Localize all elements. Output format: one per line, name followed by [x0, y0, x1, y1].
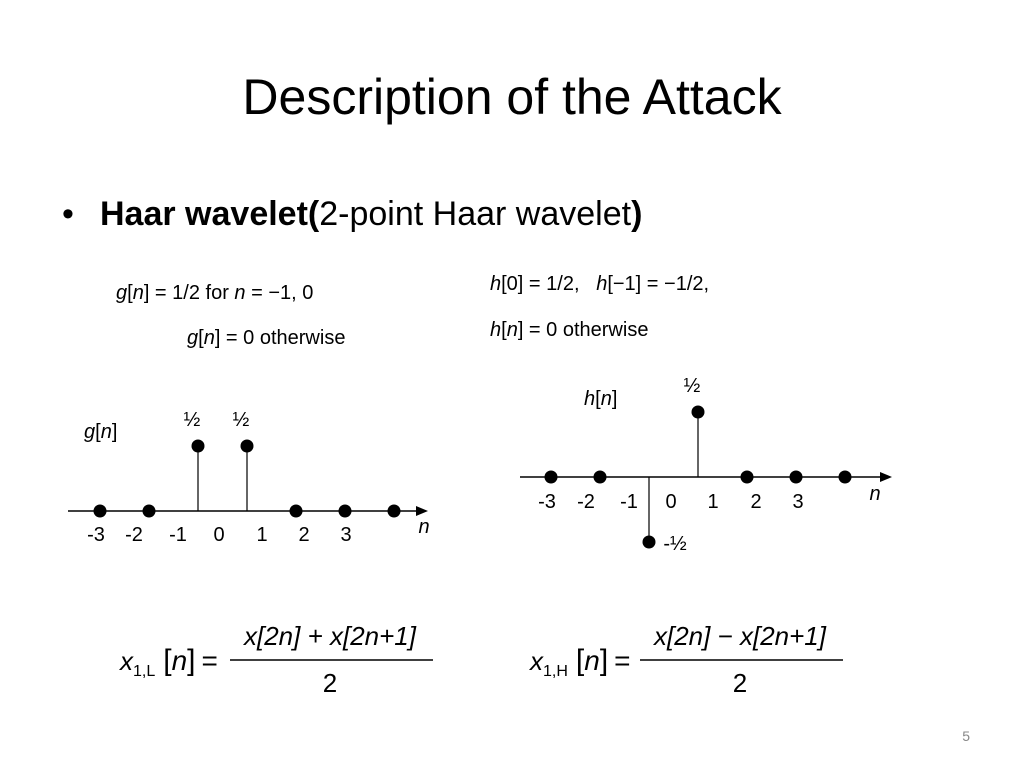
equation-numerator: x[2n] + x[2n+1]: [242, 621, 417, 651]
axis-var-label: n: [418, 516, 429, 538]
bullet-bold-label: Haar wavelet(: [100, 195, 320, 233]
stem-point: [838, 470, 852, 484]
tick-label: -3: [87, 524, 105, 546]
stem-point: [142, 504, 156, 518]
tick-label: 1: [256, 524, 267, 546]
equation-denominator: 2: [733, 668, 747, 698]
bullet-item: • Haar wavelet(2-point Haar wavelet): [62, 190, 642, 238]
axis-arrow-icon: [880, 472, 892, 482]
bullet-dot-icon: •: [62, 195, 74, 233]
equation-lhs: x1,L[n]=: [118, 644, 218, 680]
g-stem-plot: ½ ½ -3 -2 -1 0 1 2 3 g[n] n: [68, 409, 430, 546]
g-def2-rest: ] = 0 otherwise: [214, 327, 346, 349]
equation-denominator: 2: [323, 668, 337, 698]
page-number: 5: [962, 728, 970, 744]
h-def-part2: [−1] = −1/2,: [607, 273, 710, 295]
tick-label: 2: [750, 491, 761, 513]
stem-point: [593, 470, 607, 484]
tick-label: -2: [577, 491, 595, 513]
stem-point: [544, 470, 558, 484]
tick-label: -2: [125, 524, 143, 546]
equation-lhs: x1,H[n]=: [528, 644, 631, 680]
axis-var-label: n: [869, 483, 880, 505]
stem-value-label: ½: [684, 375, 701, 397]
g-def-line2: g[n] = 0 otherwise: [187, 325, 345, 351]
tick-label: 1: [707, 491, 718, 513]
stem-value-label: ½: [233, 409, 250, 431]
stem-value-label: ½: [184, 409, 201, 431]
h-stem-plot: -½ ½ -3 -2 -1 0 1 2 3 h[n] n: [520, 375, 892, 555]
tick-label: 3: [340, 524, 351, 546]
h-def2-arg: n: [506, 319, 518, 341]
tick-label: 0: [665, 491, 676, 513]
plot-label: g[n]: [84, 421, 117, 443]
h-def-line2: h[n] = 0 otherwise: [490, 317, 648, 343]
bullet-bold-close: ): [631, 195, 643, 233]
stem-point: [289, 504, 303, 518]
h-def-fn1: h: [490, 273, 502, 295]
g-def-open: [: [127, 282, 133, 304]
h-def2-rest: ] = 0 otherwise: [517, 319, 649, 341]
g-def-var: n: [234, 282, 246, 304]
stem-point: [191, 439, 205, 453]
tick-label: 0: [213, 524, 224, 546]
g-def2-arg: n: [203, 327, 215, 349]
h-def2-open: [: [501, 319, 507, 341]
stem-point: [387, 504, 401, 518]
g-def2-open: [: [198, 327, 204, 349]
bullet-plain-text: 2-point Haar wavelet: [319, 195, 632, 233]
g-def-rest: = −1, 0: [245, 282, 314, 304]
tick-label: -1: [620, 491, 638, 513]
plot-label: h[n]: [584, 388, 617, 410]
stem-point: [789, 470, 803, 484]
equation-numerator: x[2n] − x[2n+1]: [652, 621, 827, 651]
equation-high: x1,H[n]= x[2n] − x[2n+1] 2: [528, 621, 843, 698]
g-def-arg: n: [132, 282, 144, 304]
stem-value-label: -½: [663, 533, 687, 555]
stem-point: [240, 439, 254, 453]
tick-label: -1: [169, 524, 187, 546]
tick-label: 2: [298, 524, 309, 546]
tick-label: -3: [538, 491, 556, 513]
h-def-line1: h[0] = 1/2, h[−1] = −1/2,: [490, 271, 709, 297]
slide-title: Description of the Attack: [242, 69, 782, 125]
g-def-line1: g[n] = 1/2 for n = −1, 0: [116, 280, 313, 306]
g-def-fn: g: [116, 282, 128, 304]
equations: x1,L[n]= x[2n] + x[2n+1] 2 x1,H[n]= x[2n] − …: [118, 621, 843, 698]
h-def-part1: [0] = 1/2,: [501, 273, 597, 295]
g-def-mid: ] = 1/2 for: [143, 282, 235, 304]
h-def-fn2: h: [596, 273, 608, 295]
equation-low: x1,L[n]= x[2n] + x[2n+1] 2: [118, 621, 433, 698]
stem-point: [691, 405, 705, 419]
h-def2-fn: h: [490, 319, 502, 341]
stem-point: [642, 535, 656, 549]
stem-point: [338, 504, 352, 518]
tick-label: 3: [792, 491, 803, 513]
axis-arrow-icon: [416, 506, 428, 516]
stem-point: [740, 470, 754, 484]
stem-point: [93, 504, 107, 518]
g-def2-fn: g: [187, 327, 199, 349]
